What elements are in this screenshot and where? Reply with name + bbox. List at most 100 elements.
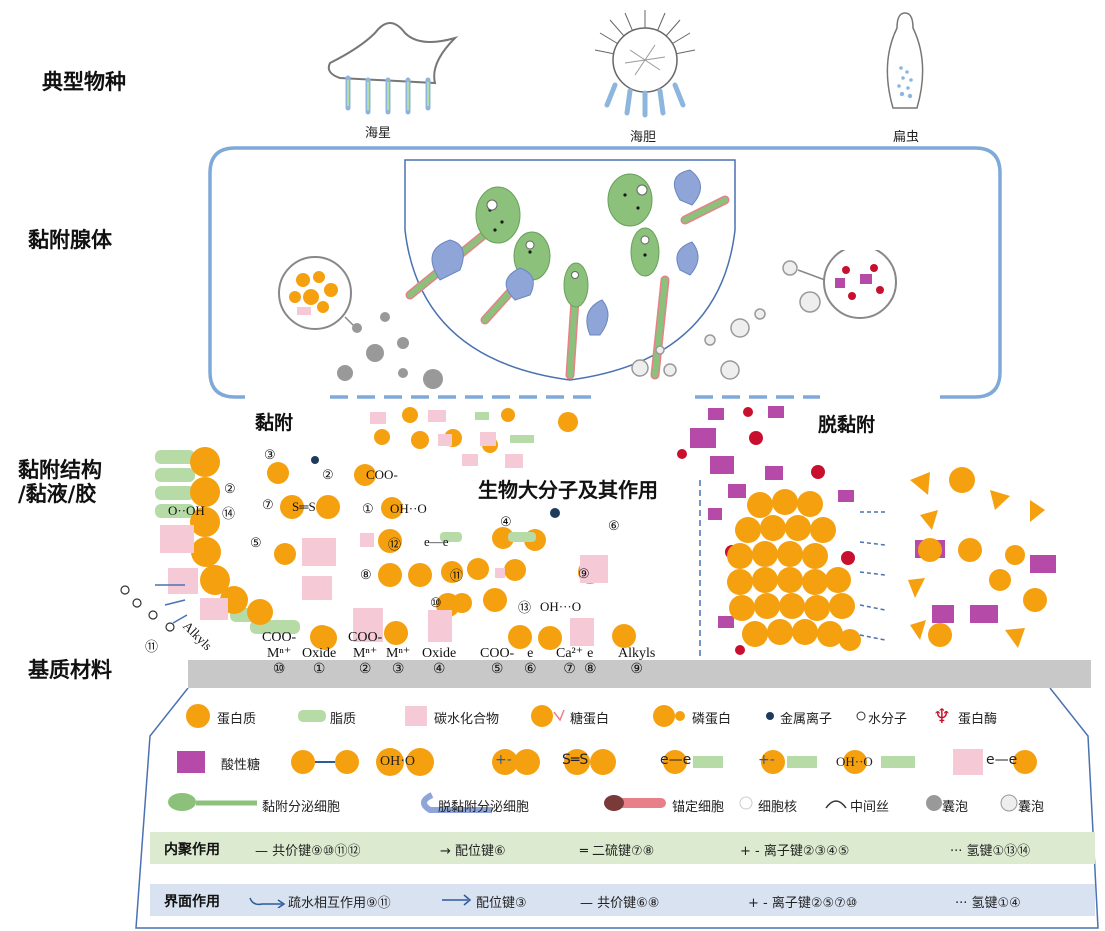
mark-7: ⑦	[262, 497, 274, 512]
substrate-num: ⑩	[272, 662, 286, 677]
mark-left-2: ②	[224, 481, 236, 496]
mark-13: ⑬	[518, 600, 532, 615]
substrate-num: ⑤	[490, 662, 504, 677]
svg-text:♆: ♆	[933, 704, 951, 728]
substrate-num: ⑥	[524, 662, 537, 677]
cohesion-ionic: + - 离子键②③④⑤	[740, 844, 850, 859]
starfish-illustration	[327, 22, 459, 115]
substrate-top	[524, 630, 537, 646]
hydrophobic-arrows-left	[120, 584, 188, 632]
cohesion-covalent: — 共价键⑨⑩⑪⑫	[255, 844, 361, 859]
substrate-mid: COO-	[480, 646, 515, 661]
substrate-mid: Oxide	[422, 646, 457, 661]
cohesion-coordination: → 配位键⑥	[440, 844, 506, 859]
legend-anchor-cell: 锚定细胞	[672, 800, 725, 815]
mark-8: ⑧	[360, 567, 372, 582]
section-adhesion-title: 黏附	[255, 412, 294, 434]
mark-4: ④	[500, 514, 512, 529]
mark-ss: S═S	[292, 499, 316, 514]
species-caption-flatworm: 扁虫	[893, 130, 920, 145]
substrate-mid: Mⁿ⁺	[352, 646, 378, 661]
section-macro-title: 生物大分子及其作用	[478, 478, 658, 502]
mark-9: ⑨	[578, 566, 590, 581]
adhesion-structure-art	[155, 407, 636, 650]
detachment-art	[677, 406, 1056, 660]
interface-ionic: + - 离子键②⑤⑦⑩	[748, 896, 858, 911]
substrate-num: ⑦	[563, 662, 576, 677]
substrate-label-6: COO-⑤	[480, 630, 514, 678]
substrate-top	[302, 630, 336, 646]
legend-acidic-sugar: 酸性糖	[221, 758, 261, 773]
mark-ohoo: OH···O	[540, 599, 582, 614]
gland-frame	[208, 146, 1002, 399]
interface-hydrogen: ··· 氢键①④	[955, 896, 1021, 911]
mark-coo: COO-	[366, 467, 398, 482]
legend-glycoprotein: 糖蛋白	[570, 712, 610, 727]
substrate-num: ②	[358, 662, 372, 677]
mark-11: ⑪	[450, 568, 464, 583]
substrate-num: ④	[432, 662, 446, 677]
legend-oh-o2: OH··O	[836, 754, 873, 769]
row-label-species: 典型物种	[42, 69, 126, 94]
legend-phosphoprotein: 磷蛋白	[692, 712, 732, 727]
vesicles-enzyme	[631, 250, 897, 380]
substrate-label-4: Mⁿ⁺③	[386, 630, 410, 678]
substrate-num: ⑧	[584, 662, 597, 677]
cohesion-band: 内聚作用 — 共价键⑨⑩⑪⑫ → 配位键⑥ ═ 二硫键⑦⑧ + - 离子键②③④…	[150, 832, 1095, 864]
coordination-arrow-icon	[442, 894, 472, 906]
substrate-top	[618, 630, 655, 646]
interface-coordination: 配位键③	[476, 896, 527, 911]
substrate-mid: Oxide	[302, 646, 337, 661]
urchin-illustration	[594, 10, 696, 118]
legend-filament: 中间丝	[850, 800, 890, 815]
substrate-num: ①	[312, 662, 326, 677]
species-caption-starfish: 海星	[365, 126, 392, 141]
legend-ss: S═S	[562, 752, 589, 768]
substrate-label-1: COO-Mⁿ⁺⑩	[262, 630, 296, 678]
substrate-mid: Mⁿ⁺	[386, 646, 411, 661]
legend-detach-cell: 脱黏附分泌细胞	[438, 800, 530, 815]
legend-ion2: +-	[758, 752, 775, 768]
substrate-top: COO-	[348, 630, 383, 645]
legend-metal-ion: 金属离子	[780, 712, 833, 727]
mark-10: ⑩	[430, 595, 442, 610]
mark-oho: OH··O	[390, 501, 427, 516]
legend-nucleus: 细胞核	[758, 800, 798, 815]
substrate-top	[556, 630, 583, 646]
mark-12: ⑫	[388, 537, 402, 552]
legend-frame	[135, 688, 1099, 929]
legend-ion1: +-	[495, 752, 512, 768]
mark-5: ⑤	[250, 535, 262, 550]
cohesion-title: 内聚作用	[164, 842, 220, 858]
mark-left-oh: O··OH	[168, 503, 205, 518]
interface-covalent: — 共价键⑥⑧	[580, 896, 660, 911]
species-caption-urchin: 海胆	[630, 130, 657, 145]
substrate-top	[422, 630, 456, 646]
legend-protease: 蛋白酶	[958, 712, 998, 727]
mark-left-11: ⑪	[145, 639, 159, 654]
mark-1: ①	[362, 501, 374, 516]
legend-row1-icons: ♆	[186, 704, 951, 728]
substrate-top: COO-	[262, 630, 297, 645]
legend-vesicle-gray: 囊泡	[942, 800, 969, 815]
section-detach-title: 脱黏附	[818, 414, 876, 436]
substrate-num: ③	[391, 662, 405, 677]
substrate-mid: e	[527, 646, 534, 661]
interface-band: 界面作用 疏水相互作用⑨⑪ 配位键③ — 共价键⑥⑧ + - 离子键②⑤⑦⑩ ·…	[150, 884, 1095, 916]
legend-adhesive-cell: 黏附分泌细胞	[262, 800, 341, 815]
substrate-mid: Mⁿ⁺	[266, 646, 292, 661]
mark-6: ⑥	[608, 518, 620, 533]
substrate-top	[480, 630, 514, 646]
vesicles-protein	[278, 256, 443, 389]
substrate-top	[584, 630, 597, 646]
legend-lipid: 脂质	[330, 712, 357, 727]
mark-ee: e—e	[424, 534, 449, 549]
row-label-gland: 黏附腺体	[28, 227, 112, 252]
row-label-substrate: 基质材料	[28, 657, 112, 682]
substrate-mid: e	[587, 646, 594, 661]
legend-oh-o: OH·O	[380, 754, 415, 769]
legend-water: 水分子	[868, 712, 908, 727]
